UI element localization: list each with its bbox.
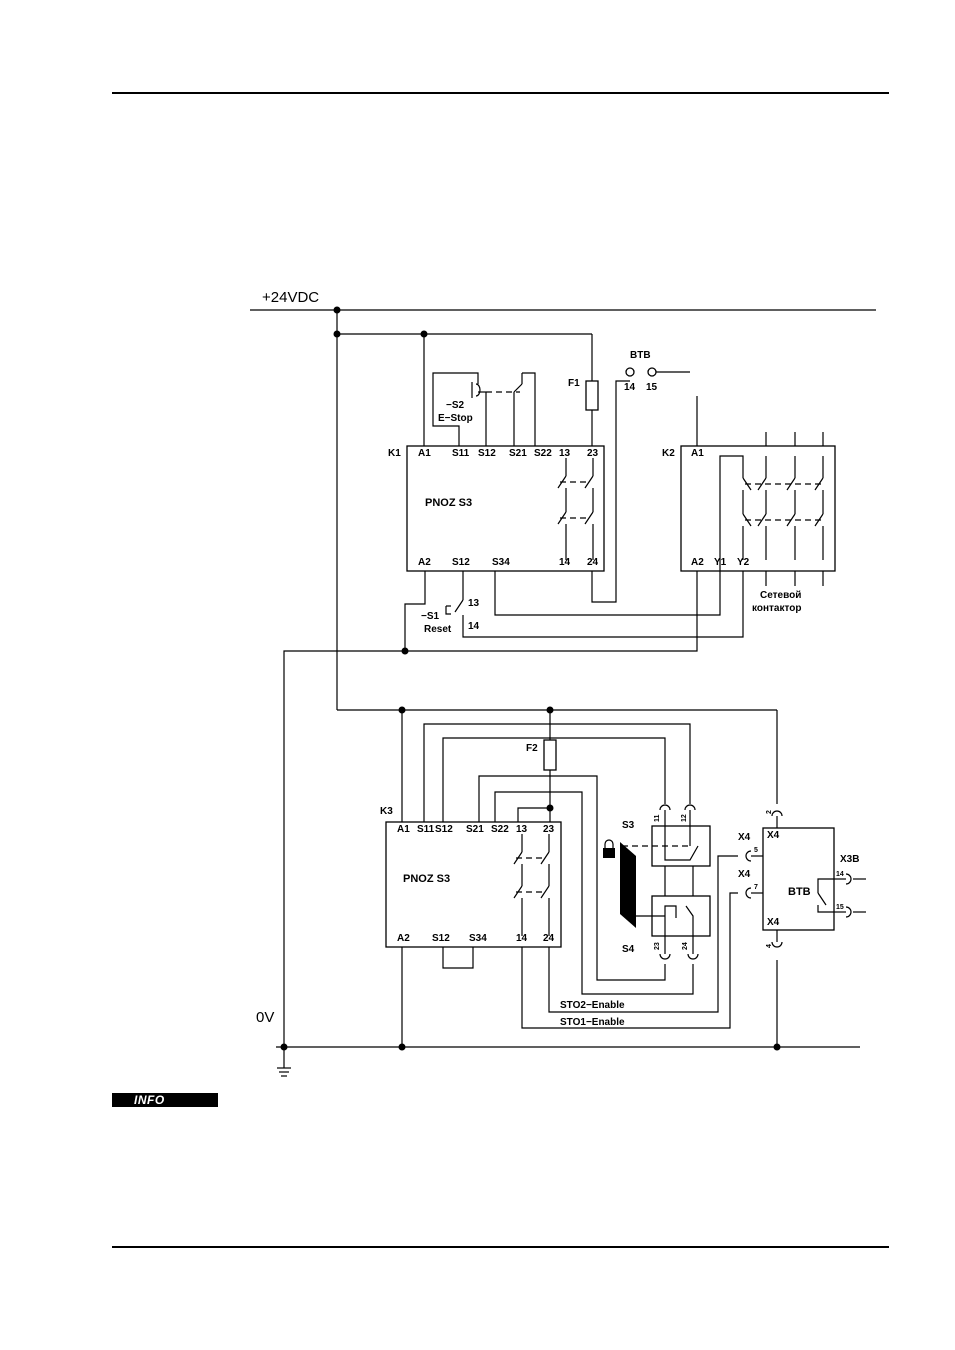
padlock-icon: [603, 840, 615, 858]
drive-pin-14: 14: [836, 871, 844, 878]
switch-s4-label: S4: [622, 944, 635, 955]
k1-pin-s11: S11: [452, 448, 470, 459]
guard-door-bar: [620, 842, 636, 928]
fuse-f1: [586, 381, 598, 410]
k3-pin-a1: A1: [397, 824, 410, 835]
drive-x3b-label: X3B: [840, 854, 859, 865]
switch-s3-pin-12: 12: [681, 814, 688, 822]
sto1-label: STO1−Enable: [560, 1017, 625, 1028]
k1-model: PNOZ S3: [425, 497, 472, 509]
k3-pin-13: 13: [516, 824, 528, 835]
fuse-f1-label: F1: [568, 378, 580, 389]
k3-pin-a2: A2: [397, 933, 410, 944]
k3-pin-s12: S12: [435, 824, 453, 835]
drive-pin-15: 15: [836, 904, 844, 911]
k3-pin-s21: S21: [466, 824, 484, 835]
btb-top-pin-a: 14: [624, 382, 636, 393]
switch-s3-label: S3: [622, 820, 635, 831]
k3-pin-23: 23: [543, 824, 555, 835]
estop-label: −S2: [446, 400, 465, 411]
reset-sub: Reset: [424, 624, 452, 635]
drive-x4-left-top: X4: [738, 832, 751, 843]
k1-pin-14: 14: [559, 557, 571, 568]
k1-pin-s34: S34: [492, 557, 510, 568]
btb-top-label: BTB: [630, 350, 651, 361]
estop-sub: E−Stop: [438, 413, 473, 424]
drive-btb-label: BTB: [788, 886, 811, 898]
k3-pin-14: 14: [516, 933, 528, 944]
rail-24vdc-label: +24VDC: [262, 289, 319, 306]
drive-pin-2: 2: [766, 810, 773, 814]
btb-terminal-14: [626, 368, 634, 376]
info-badge: INFO: [112, 1093, 218, 1107]
reset-pin-14: 14: [468, 621, 480, 632]
switch-s3-pin-11: 11: [654, 814, 661, 822]
k3-pin-s11: S11: [417, 824, 435, 835]
k1-pin-24: 24: [587, 557, 599, 568]
k2-pin-a1: A1: [691, 448, 704, 459]
drive-pin-7: 7: [754, 884, 758, 891]
k2-pin-a2: A2: [691, 557, 704, 568]
switch-s4-pin-23: 23: [654, 942, 661, 950]
k1-pin-s22: S22: [534, 448, 552, 459]
k2-caption-2: контактор: [752, 603, 801, 614]
k1-pin-s12-bottom: S12: [452, 557, 470, 568]
fuse-f2-label: F2: [526, 743, 538, 754]
drive-x4-top: X4: [767, 830, 780, 841]
relay-k1-ref: K1: [388, 448, 401, 459]
switch-s4-pin-24: 24: [682, 942, 689, 950]
drive-pin-4: 4: [766, 944, 773, 948]
fuse-f2: [544, 740, 556, 770]
contactor-k2-box: [681, 446, 835, 571]
k3-pin-24: 24: [543, 933, 555, 944]
btb-top-pin-b: 15: [646, 382, 658, 393]
estop-mushroom-icon: [472, 382, 480, 398]
drive-x4-left-bottom: X4: [738, 869, 751, 880]
k1-pin-23: 23: [587, 448, 599, 459]
k3-model: PNOZ S3: [403, 873, 450, 885]
rail-0v-label: 0V: [256, 1009, 274, 1026]
btb-terminal-15: [648, 368, 656, 376]
drive-x4-bottom: X4: [767, 917, 780, 928]
k1-pin-a2: A2: [418, 557, 431, 568]
reset-label: −S1: [421, 611, 440, 622]
k2-caption-1: Сетевой: [760, 590, 801, 601]
k3-pin-s22: S22: [491, 824, 509, 835]
reset-pin-13: 13: [468, 598, 480, 609]
k1-pin-13: 13: [559, 448, 571, 459]
drive-pin-5: 5: [754, 847, 758, 854]
contactor-k2-ref: K2: [662, 448, 675, 459]
k3-pin-s34: S34: [469, 933, 487, 944]
k1-pin-s21: S21: [509, 448, 527, 459]
k1-pin-s12: S12: [478, 448, 496, 459]
sto2-label: STO2−Enable: [560, 1000, 625, 1011]
relay-k3-ref: K3: [380, 806, 393, 817]
k2-pin-y1: Y1: [714, 557, 727, 568]
k3-pin-s12-bottom: S12: [432, 933, 450, 944]
k2-pin-y2: Y2: [737, 557, 750, 568]
k1-pin-a1: A1: [418, 448, 431, 459]
ground-icon: [277, 1047, 291, 1076]
